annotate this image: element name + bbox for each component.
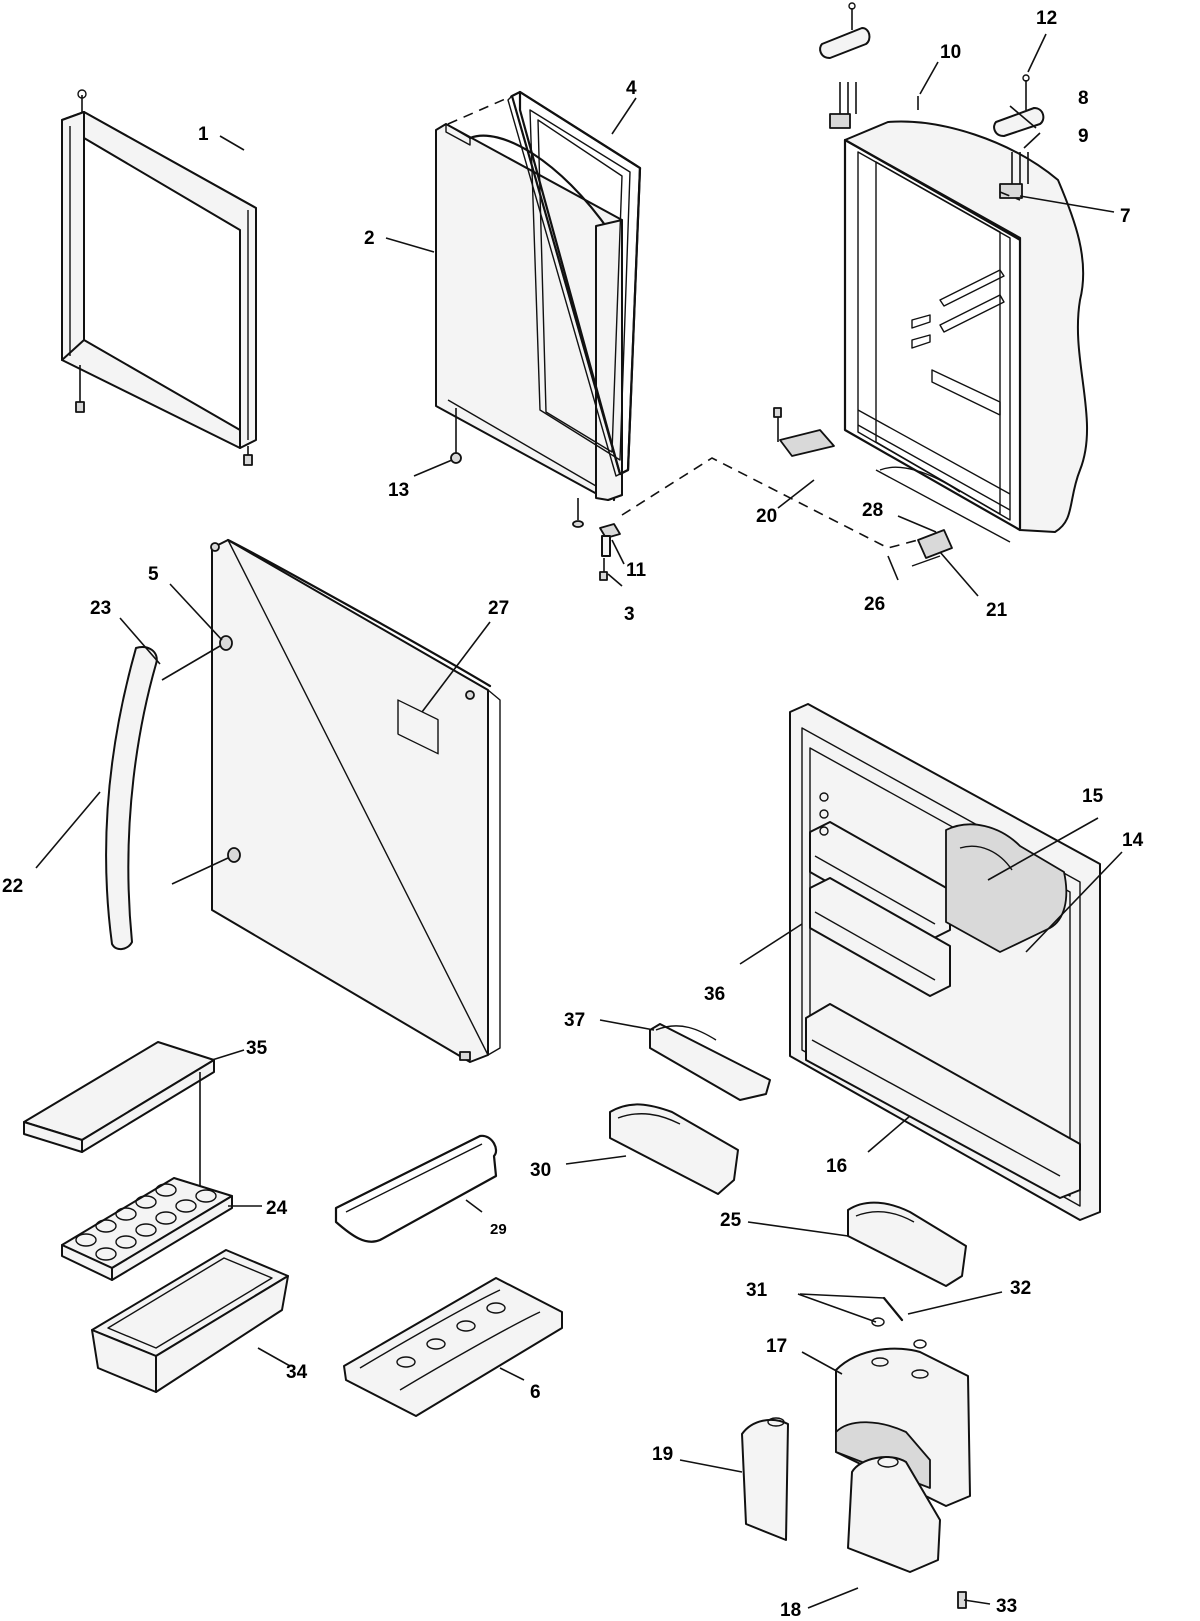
callout-16: 16 [826,1156,847,1177]
callout-29: 29 [490,1221,507,1238]
callout-labels: 1 2 3 4 5 6 7 8 9 10 11 12 13 14 15 16 1… [2,8,1144,1621]
callout-3: 3 [624,604,635,625]
callout-23: 23 [90,598,111,619]
callout-37: 37 [564,1010,585,1031]
callout-19: 19 [652,1444,673,1465]
bin-25 [847,1201,967,1287]
springs-31-32 [871,1296,927,1349]
callout-6: 6 [530,1382,541,1403]
callout-36: 36 [704,984,725,1005]
ice-shelf-35 [23,1041,215,1194]
callout-22: 22 [2,876,23,897]
callout-24: 24 [266,1198,288,1219]
callout-4: 4 [626,78,637,99]
callout-21: 21 [986,600,1008,621]
small-bin-37 [649,1023,771,1101]
inner-door-liner [789,703,1101,1221]
lower-hinge [599,523,621,581]
callout-31: 31 [746,1280,768,1301]
callout-14: 14 [1122,830,1144,851]
callout-7: 7 [1120,206,1131,227]
callout-26: 26 [864,594,885,615]
callout-34: 34 [286,1362,308,1383]
callout-12: 12 [1036,8,1057,29]
callout-13: 13 [388,480,409,501]
callout-leaders [35,33,1123,1609]
bin-30 [609,1103,739,1195]
callout-18: 18 [780,1600,801,1621]
front-cover-19 [741,1417,789,1541]
freezer-door-panel [435,95,623,528]
callout-15: 15 [1082,786,1104,807]
callout-30: 30 [530,1160,551,1181]
callout-32: 32 [1010,1278,1031,1299]
alignment-dashed-line [621,457,919,549]
door-handle [105,646,158,950]
callout-27: 27 [488,598,509,619]
ice-tray-24 [61,1177,233,1281]
door-frame [61,89,257,466]
callout-2: 2 [364,228,375,249]
callout-5: 5 [148,564,159,585]
callout-28: 28 [862,500,883,521]
callout-20: 20 [756,506,777,527]
door-gasket [507,90,642,477]
callout-33: 33 [996,1596,1017,1617]
refrigerator-cabinet [773,2,1088,567]
callout-1: 1 [198,124,209,145]
wire-rack-29 [334,1134,498,1243]
callout-11: 11 [626,560,647,581]
dispenser-cup-18 [847,1456,941,1573]
callout-10: 10 [940,42,961,63]
callout-9: 9 [1078,126,1089,147]
egg-tray-6 [343,1277,563,1417]
callout-25: 25 [720,1210,742,1231]
fresh-food-door [161,538,501,1063]
callout-35: 35 [246,1038,268,1059]
callout-17: 17 [766,1336,787,1357]
callout-8: 8 [1078,88,1089,109]
ice-bin-34 [91,1249,289,1393]
